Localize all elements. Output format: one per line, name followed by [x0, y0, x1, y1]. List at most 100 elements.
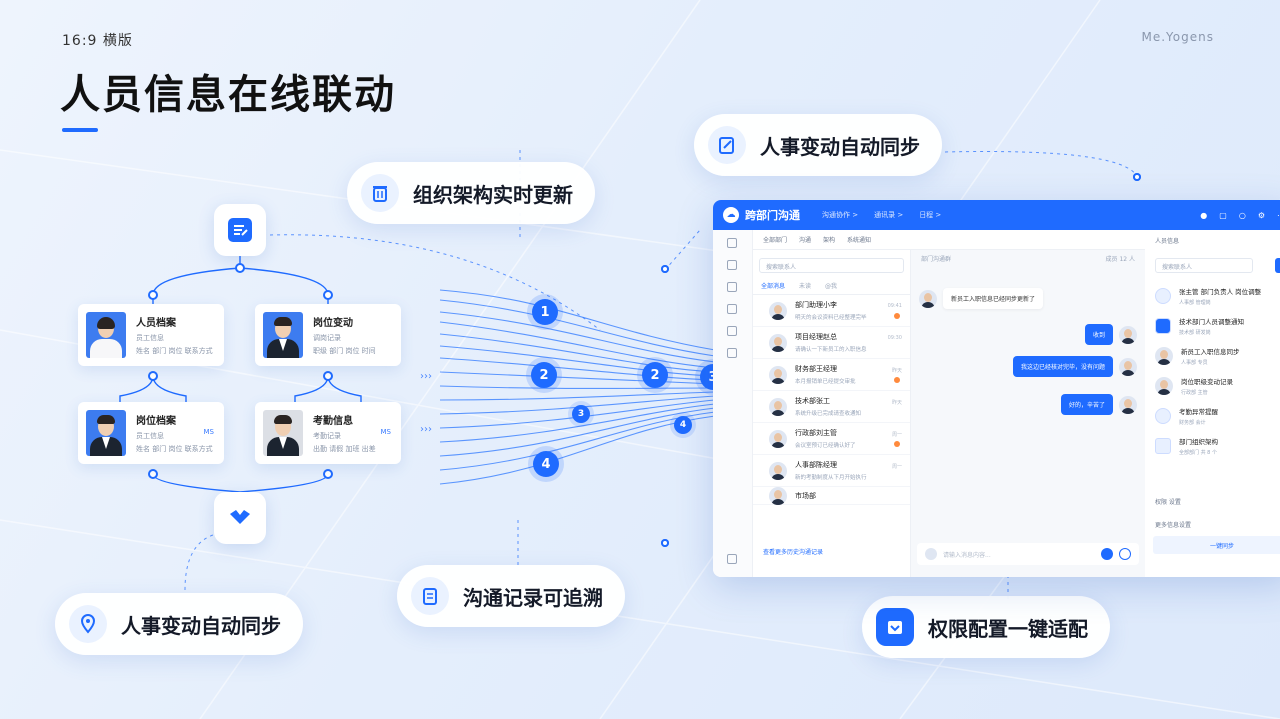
contact-search-input[interactable]: 搜索联系人 [759, 258, 904, 273]
app-toolbar: 全部部门 沟通 架构 系统通知 [753, 230, 1145, 250]
card-role: 员工信息 [136, 334, 164, 342]
contact-time: 09:30 [887, 335, 902, 341]
toolbar-item[interactable]: 沟通 [799, 237, 812, 244]
contact-row[interactable]: 财务部王经理本月报销单已经提交审批 昨天 [753, 359, 910, 391]
contact-preview: 本月报销单已经提交审批 [795, 379, 856, 385]
avatar [1119, 395, 1137, 414]
employee-card[interactable]: 岗位变动 调岗记录 职级 部门 岗位 时间 [255, 304, 401, 366]
unread-dot [894, 441, 900, 447]
side-item[interactable]: 部门组织架构全部部门 共 8 个 [1145, 431, 1280, 461]
card-name: 岗位变动 [313, 318, 353, 329]
settings-icon[interactable]: ⚙ [1257, 210, 1265, 220]
contact-name: 部门助理小李 [795, 301, 837, 309]
search-icon[interactable]: ○ [1238, 210, 1246, 220]
contact-preview: 系统升级已完成请查收通知 [795, 411, 862, 417]
contact-time: 昨天 [891, 400, 902, 406]
employee-card[interactable]: 岗位档案 员工信息 姓名 部门 岗位 联系方式 MS [78, 402, 224, 464]
contact-row[interactable]: 人事部陈经理新的考勤制度从下月开始执行 周一 [753, 455, 910, 487]
card-role: 员工信息 [136, 432, 164, 440]
avatar [1119, 325, 1137, 344]
toolbar-item[interactable]: 系统通知 [847, 237, 872, 244]
brand-mark: Me.Yogens [1141, 30, 1214, 44]
contact-row[interactable]: 行政部刘主管会议室预订已经确认好了 周一 [753, 423, 910, 455]
unread-dot [894, 377, 900, 383]
apps-icon[interactable] [727, 348, 737, 358]
feature-label: 权限配置一键适配 [928, 616, 1088, 641]
sync-button[interactable]: 一键同步 [1153, 536, 1280, 554]
contacts-icon[interactable] [727, 326, 737, 336]
building-icon [1155, 318, 1171, 334]
employee-card[interactable]: 人员档案 员工信息 姓名 部门 岗位 联系方式 [78, 304, 224, 366]
contact-row[interactable]: 市场部 [753, 486, 910, 505]
app-header: ☁ 跨部门沟通 沟通协作 > 通讯录 > 日程 > ● ▢ ○ ⚙ ⋯ [713, 200, 1280, 230]
feature-label: 人事变动自动同步 [760, 134, 920, 159]
contact-list: 搜索联系人 全部消息 未读 @我 部门助理小李明天的会议资料已经整理完毕 09:… [753, 250, 911, 577]
tree-dot [148, 469, 158, 479]
tree-dot [323, 290, 333, 300]
card-name: 人员档案 [136, 318, 176, 329]
message-right: 我这边已经核对完毕，没有问题 [1012, 356, 1137, 377]
avatar [1155, 347, 1173, 365]
more-icon[interactable]: ⋯ [1277, 211, 1280, 220]
contact-row[interactable]: 技术部张工系统升级已完成请查收通知 昨天 [753, 391, 910, 423]
chat-members[interactable]: 成员 12 人 [1105, 256, 1135, 263]
app-nav-item[interactable]: 沟通协作 > [822, 211, 859, 219]
tab-unread[interactable]: 未读 [799, 283, 812, 290]
tree-dot [235, 263, 245, 273]
side-search-input[interactable]: 搜索联系人 [1155, 258, 1253, 273]
home-icon[interactable] [727, 238, 737, 248]
bulb-icon [1155, 288, 1171, 304]
side-footer-more[interactable]: 更多信息设置 [1155, 522, 1192, 529]
card-desc: 出勤 请假 加班 出差 [313, 445, 376, 453]
side-item[interactable]: 技术部门人员调整通知技术部 研发岗 [1145, 311, 1280, 341]
contact-row[interactable]: 部门助理小李明天的会议资料已经整理完毕 09:41 [753, 295, 910, 327]
message-bubble: 我这边已经核对完毕，没有问题 [1012, 356, 1113, 377]
side-search-button[interactable] [1275, 258, 1280, 273]
side-panel: 搜索联系人 张主管 部门负责人 岗位调整人事部 管理岗 技术部门人员调整通知技术… [1145, 250, 1280, 577]
app-nav-item[interactable]: 通讯录 > [874, 211, 904, 219]
doc-icon[interactable] [727, 304, 737, 314]
tree-dot [323, 469, 333, 479]
tab-mention[interactable]: @我 [825, 283, 838, 290]
tab-all[interactable]: 全部消息 [761, 283, 786, 290]
card-desc: 姓名 部门 岗位 联系方式 [136, 347, 213, 355]
voice-icon[interactable] [1101, 548, 1113, 560]
list-footer-link[interactable]: 查看更多历史沟通记录 [763, 549, 824, 556]
side-item-sub: 全部部门 共 8 个 [1179, 450, 1217, 456]
side-item-title: 考勤异常提醒 [1179, 408, 1218, 416]
toolbar-item[interactable]: 架构 [823, 237, 836, 244]
app-nav-item[interactable]: 日程 > [919, 211, 942, 219]
message-input[interactable]: 请输入消息内容... [917, 543, 1139, 565]
contact-preview: 会议室预订已经确认好了 [795, 443, 856, 449]
chat-icon[interactable] [727, 260, 737, 270]
side-item-title: 新员工入职信息同步 [1181, 348, 1240, 356]
card-name: 岗位档案 [136, 416, 176, 427]
contact-name: 行政部刘主管 [795, 429, 837, 437]
side-item[interactable]: 考勤异常提醒财务部 会计 [1145, 401, 1280, 431]
side-item[interactable]: 新员工入职信息同步人事部 专员 [1145, 341, 1280, 371]
edit-document-icon [708, 126, 746, 164]
feature-pill-top-right: 人事变动自动同步 [694, 114, 942, 176]
calendar-icon[interactable] [727, 282, 737, 292]
file-icon[interactable]: ▢ [1219, 210, 1227, 220]
notes-icon [411, 577, 449, 615]
settings-rail-icon[interactable] [727, 554, 737, 564]
tag-icon [1155, 408, 1171, 424]
send-icon[interactable] [1119, 548, 1131, 560]
org-merge-icon [214, 492, 266, 544]
chat-panel: 部门沟通群 成员 12 人 新员工入职信息已经同步更新了 收到 我这边已经核对完… [911, 250, 1145, 577]
card-role: 调岗记录 [313, 334, 341, 342]
contact-row[interactable]: 项目经理赵总请确认一下新员工的入职信息 09:30 [753, 327, 910, 359]
side-footer-settings[interactable]: 权限 设置 [1155, 499, 1181, 506]
list-icon [1155, 438, 1171, 454]
contact-name: 项目经理赵总 [795, 333, 837, 341]
org-root-icon [214, 204, 266, 256]
side-item[interactable]: 张主管 部门负责人 岗位调整人事部 管理岗 [1145, 281, 1280, 311]
emoji-icon[interactable] [925, 548, 937, 560]
avatar [1119, 357, 1137, 376]
toolbar-item[interactable]: 全部部门 [763, 237, 788, 244]
contact-name: 人事部陈经理 [795, 461, 837, 469]
side-item[interactable]: 岗位职级变动记录行政部 主管 [1145, 371, 1280, 401]
employee-card[interactable]: 考勤信息 考勤记录 出勤 请假 加班 出差 MS [255, 402, 401, 464]
bell-icon[interactable]: ● [1200, 210, 1208, 220]
